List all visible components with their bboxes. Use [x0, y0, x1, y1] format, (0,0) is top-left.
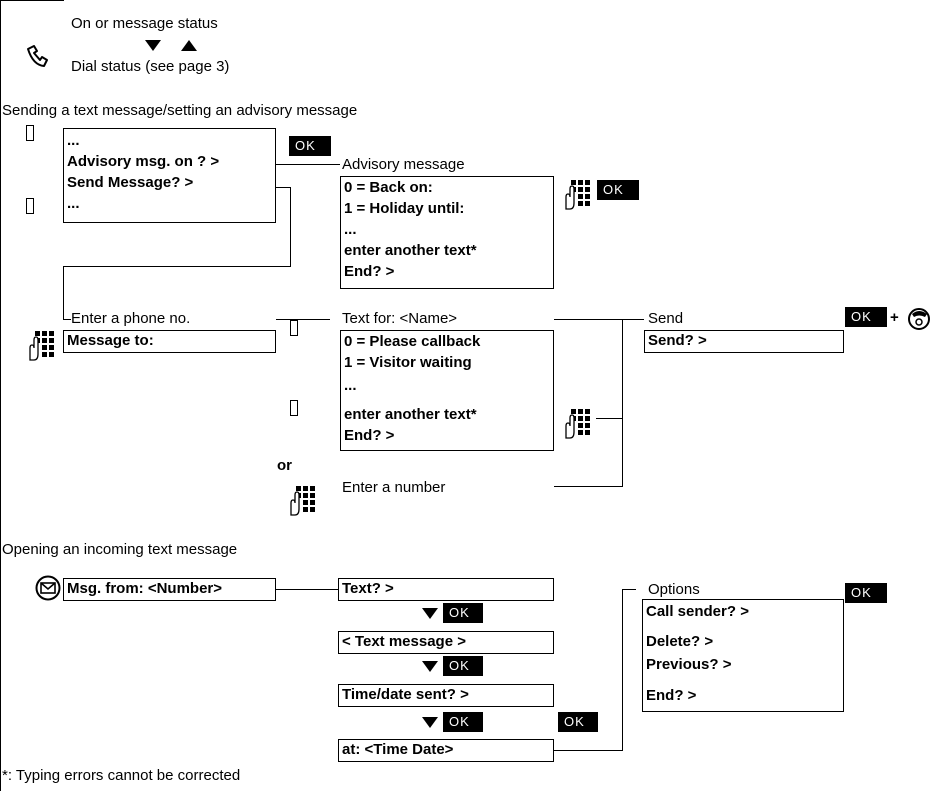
- ok-key[interactable]: OK: [558, 712, 598, 732]
- chain-item-text: Text? >: [342, 580, 394, 597]
- msg-from-box[interactable]: Msg. from: <Number>: [63, 578, 276, 601]
- text-choice-box: 0 = Please callback 1 = Visitor waiting …: [340, 330, 554, 451]
- connector: [276, 164, 340, 165]
- connector: [554, 486, 623, 487]
- text-option[interactable]: ...: [344, 377, 357, 394]
- keypad-hand-icon[interactable]: [562, 179, 592, 211]
- ok-key[interactable]: OK: [443, 656, 483, 676]
- connector: [596, 418, 622, 419]
- frame-top: [0, 0, 64, 1]
- text-option[interactable]: End? >: [344, 427, 395, 444]
- option-delete[interactable]: Delete? >: [646, 633, 714, 650]
- connector: [276, 187, 291, 188]
- connector: [622, 589, 623, 751]
- chain-item-text: < Text message >: [342, 633, 466, 650]
- ok-key[interactable]: OK: [443, 603, 483, 623]
- advisory-box: 0 = Back on: 1 = Holiday until: ... ente…: [340, 176, 554, 289]
- connector: [554, 319, 644, 320]
- connector: [63, 266, 291, 267]
- keypad-hand-icon[interactable]: [26, 330, 56, 362]
- main-menu-box: ... Advisory msg. on ? > Send Message? >…: [63, 128, 276, 223]
- enter-number-label: Enter a number: [342, 479, 446, 496]
- ok-key[interactable]: OK: [845, 307, 887, 327]
- ok-key[interactable]: OK: [597, 180, 639, 200]
- ok-key[interactable]: OK: [845, 583, 887, 603]
- key-down[interactable]: [26, 198, 34, 214]
- send-option: Send? >: [648, 332, 707, 349]
- keypad-hand-icon[interactable]: [562, 408, 592, 440]
- send-label: Send: [648, 310, 684, 327]
- ok-key[interactable]: OK: [443, 712, 483, 732]
- down-arrow-icon[interactable]: [422, 660, 438, 672]
- enter-phone-label: Enter a phone no.: [71, 310, 191, 327]
- connector: [63, 319, 71, 320]
- frame-left: [0, 0, 1, 791]
- handset-icon: [27, 45, 48, 67]
- connector: [622, 319, 623, 487]
- message-to-box[interactable]: Message to:: [63, 330, 276, 353]
- msg-from-text: Msg. from: <Number>: [67, 580, 223, 597]
- mailbox-icon[interactable]: [35, 575, 61, 601]
- option-call-sender[interactable]: Call sender? >: [646, 603, 749, 620]
- or-text: or: [277, 457, 292, 474]
- send-box[interactable]: Send? >: [644, 330, 844, 353]
- plus-sign: +: [890, 309, 899, 326]
- dial-status-text: Dial status (see page 3): [71, 58, 230, 75]
- text-for-label: Text for: <Name>: [342, 310, 458, 327]
- key-down[interactable]: [290, 400, 298, 416]
- up-down-arrows-icon[interactable]: [145, 38, 201, 52]
- footnote: *: Typing errors cannot be corrected: [2, 767, 241, 784]
- text-option[interactable]: 1 = Visitor waiting: [344, 354, 472, 371]
- option-previous[interactable]: Previous? >: [646, 656, 732, 673]
- advisory-option[interactable]: 0 = Back on:: [344, 179, 433, 196]
- advisory-option[interactable]: ...: [344, 221, 357, 238]
- menu-item-advisory[interactable]: Advisory msg. on ? >: [67, 153, 220, 170]
- connector: [276, 589, 340, 590]
- advisory-option[interactable]: enter another text*: [344, 242, 477, 259]
- text-option[interactable]: enter another text*: [344, 406, 477, 423]
- advisory-option[interactable]: 1 = Holiday until:: [344, 200, 465, 217]
- send-section-title: Sending a text message/setting an adviso…: [2, 102, 358, 119]
- connector: [276, 319, 330, 320]
- connector: [290, 187, 291, 267]
- connector: [63, 266, 64, 320]
- chain-box[interactable]: < Text message >: [338, 631, 554, 654]
- menu-item-send-message[interactable]: Send Message? >: [67, 174, 194, 191]
- down-arrow-icon[interactable]: [422, 607, 438, 619]
- on-status-text: On or message status: [71, 15, 218, 32]
- chain-item-text: Time/date sent? >: [342, 686, 469, 703]
- key-up[interactable]: [26, 125, 34, 141]
- key-up[interactable]: [290, 320, 298, 336]
- chain-item-text: at: <Time Date>: [342, 741, 454, 758]
- chain-box[interactable]: at: <Time Date>: [338, 739, 554, 762]
- connector: [554, 750, 622, 751]
- menu-item[interactable]: ...: [67, 132, 80, 149]
- chain-box[interactable]: Time/date sent? >: [338, 684, 554, 707]
- down-arrow-icon[interactable]: [422, 716, 438, 728]
- advisory-label: Advisory message: [342, 156, 465, 173]
- keypad-hand-icon[interactable]: [287, 485, 317, 517]
- hang-up-key-icon[interactable]: [904, 305, 934, 333]
- message-to-label: Message to:: [67, 332, 154, 349]
- chain-box[interactable]: Text? >: [338, 578, 554, 601]
- text-option[interactable]: 0 = Please callback: [344, 333, 481, 350]
- options-label: Options: [648, 581, 700, 598]
- open-section-title: Opening an incoming text message: [2, 541, 238, 558]
- menu-item[interactable]: ...: [67, 195, 80, 212]
- advisory-option[interactable]: End? >: [344, 263, 395, 280]
- ok-key[interactable]: OK: [289, 136, 331, 156]
- option-end[interactable]: End? >: [646, 687, 697, 704]
- connector: [622, 589, 636, 590]
- options-box: Call sender? > Delete? > Previous? > End…: [642, 599, 844, 712]
